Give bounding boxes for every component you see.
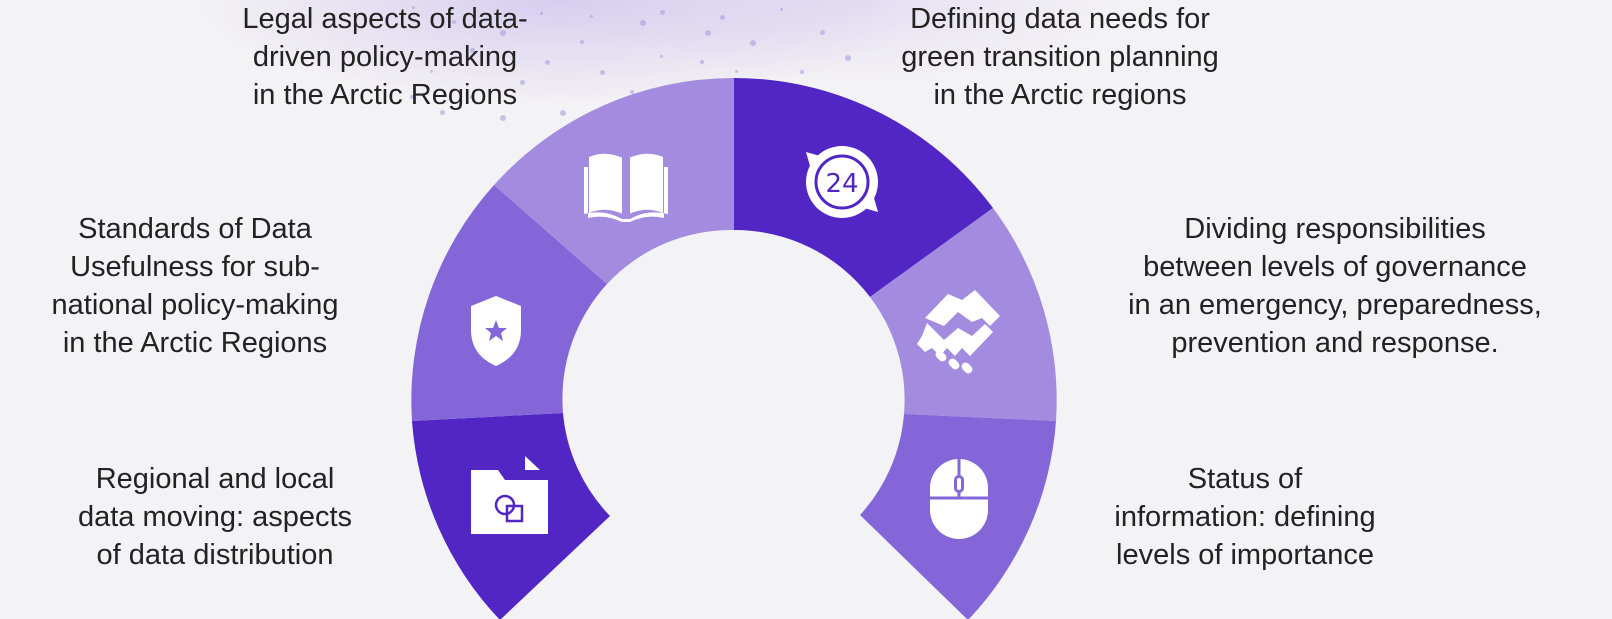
mouse-icon [930,459,988,539]
topic-label-legal: Legal aspects of data-driven policy-maki… [242,3,528,111]
clock-24-icon: 24 [806,146,878,218]
handshake-icon [917,290,1000,374]
shield-star-icon [471,296,521,366]
svg-text:24: 24 [825,169,858,199]
folder-icon [471,456,548,534]
book-icon [584,153,668,222]
